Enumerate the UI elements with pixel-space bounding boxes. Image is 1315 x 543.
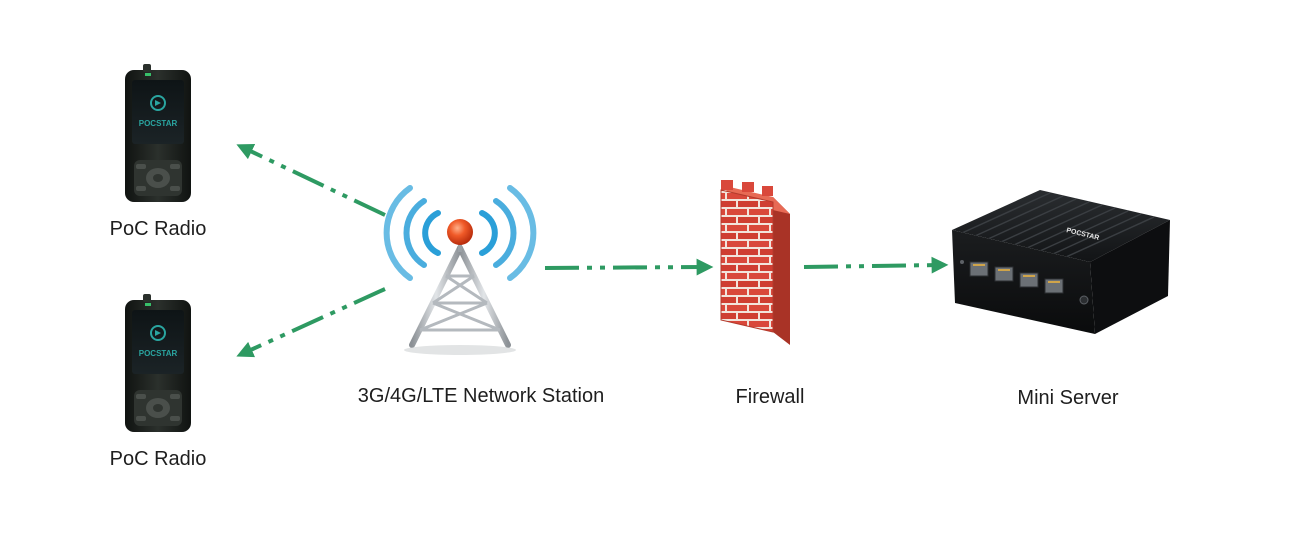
station-label: 3G/4G/LTE Network Station xyxy=(358,385,604,407)
cell-tower-icon xyxy=(383,185,537,355)
poc-radio-bottom: POCSTAR PoC Radio xyxy=(110,294,207,470)
arrow-firewall-to-server xyxy=(803,256,949,274)
firewall-icon xyxy=(720,180,790,345)
network-station: 3G/4G/LTE Network Station xyxy=(358,185,604,407)
poc-radio-top: POCSTAR PoC Radio xyxy=(110,64,207,240)
handheld-radio-icon: POCSTAR xyxy=(125,294,191,432)
firewall-node: Firewall xyxy=(720,180,805,408)
mini-server-icon: POCSTAR xyxy=(952,190,1170,334)
mini-server-node: POCSTAR Mini Server xyxy=(952,190,1170,409)
radio-top-label: PoC Radio xyxy=(110,218,207,240)
arrow-station-to-radio-bottom xyxy=(236,287,386,358)
arrow-station-to-radio-top xyxy=(236,144,386,217)
radio-brand-text: POCSTAR xyxy=(139,349,178,358)
handheld-radio-icon: POCSTAR xyxy=(125,64,191,202)
firewall-label: Firewall xyxy=(736,386,805,408)
radio-brand-text: POCSTAR xyxy=(139,119,178,128)
server-label: Mini Server xyxy=(1017,387,1118,409)
radio-bottom-label: PoC Radio xyxy=(110,448,207,470)
arrow-station-to-firewall xyxy=(544,258,714,276)
